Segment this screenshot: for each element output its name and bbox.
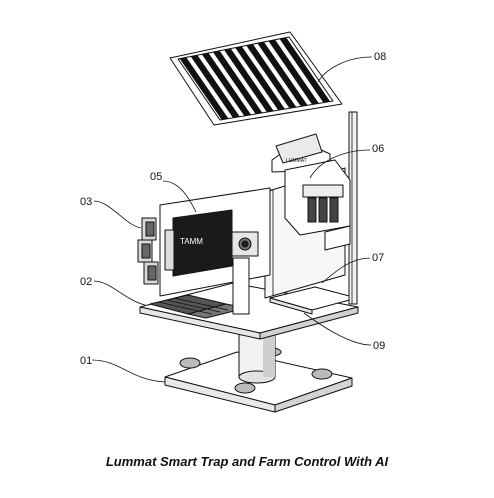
solar-cell-strip xyxy=(212,50,263,115)
solar-cell-strip xyxy=(235,46,285,111)
connector-stack xyxy=(137,217,159,285)
callout-08: 08 xyxy=(374,51,386,63)
solar-cell-strip xyxy=(257,41,308,107)
relay-module: LUMMAT xyxy=(271,133,351,251)
solar-cell-strip xyxy=(279,37,331,103)
solar-panel xyxy=(169,31,343,126)
callout-05: 05 xyxy=(150,171,162,183)
leader-02 xyxy=(93,280,146,306)
leader-03 xyxy=(93,200,142,229)
leader-05 xyxy=(162,180,197,213)
solar-cells xyxy=(179,37,331,120)
leader-01 xyxy=(91,359,166,383)
callout-09: 09 xyxy=(373,340,385,352)
callout-07: 07 xyxy=(372,252,384,264)
controller-board: TAMM xyxy=(159,187,271,315)
leader-07 xyxy=(321,257,371,284)
solar-cell-strip xyxy=(246,44,297,109)
solar-cell-strip xyxy=(179,57,229,120)
leader-09 xyxy=(303,312,372,346)
callout-06: 06 xyxy=(372,143,384,155)
callout-02: 02 xyxy=(80,276,92,288)
module-label-text: LUMMAT xyxy=(286,158,307,164)
leader-08 xyxy=(317,56,373,83)
callout-01: 01 xyxy=(80,355,92,367)
callout-03: 03 xyxy=(80,196,92,208)
solar-cell-strip xyxy=(201,52,252,116)
solar-cell-strip xyxy=(224,48,274,113)
leader-06 xyxy=(309,149,371,179)
leader-lines xyxy=(91,56,373,383)
board-logo-text: TAMM xyxy=(180,237,203,246)
figure-caption: Lummat Smart Trap and Farm Control With … xyxy=(105,454,389,469)
solar-cell-strip xyxy=(190,55,240,118)
sensor-tray xyxy=(269,286,358,315)
solar-cell-strip xyxy=(268,39,319,105)
